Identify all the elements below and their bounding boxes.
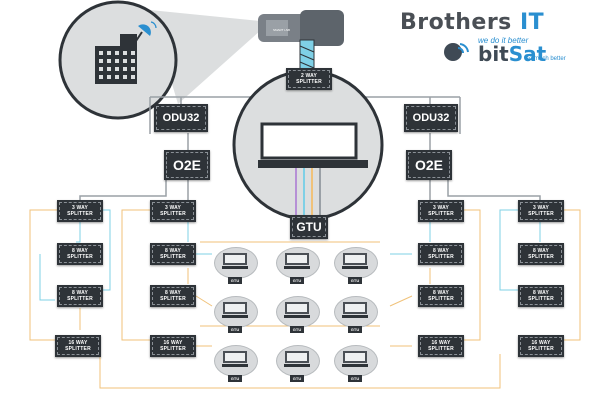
splitter-label: 8 WAY SPLITTER [67,248,93,260]
tv-unit: GTU [334,296,378,336]
tv-gtu-label: GTU [348,375,362,382]
tv-screen-icon [343,253,367,265]
splitter-label: 16 WAY SPLITTER [160,340,186,352]
tv-unit: GTU [214,296,258,336]
bitsat-logo-text: bitSat [478,42,546,66]
bitsat-tagline: so much better [526,56,566,62]
splitter-label: 8 WAY SPLITTER [67,290,93,302]
wiring-main [79,90,541,200]
gtu-main: GTU [290,215,328,239]
splitter-8-way: 8 WAY SPLITTER [150,243,196,265]
tv-gtu-label: GTU [228,375,242,382]
odu32-right: ODU32 [404,104,458,132]
splitter-label: 16 WAY SPLITTER [428,340,454,352]
splitter-3-way: 3 WAY SPLITTER [518,200,564,222]
splitter-16-way: 16 WAY SPLITTER [518,335,564,357]
tv-screen-icon [343,351,367,363]
splitter-8-way: 8 WAY SPLITTER [518,285,564,307]
tv-gtu-label: GTU [348,326,362,333]
odu-label: ODU32 [412,112,450,124]
tv-unit: GTU [334,345,378,385]
splitter-3-way: 3 WAY SPLITTER [418,200,464,222]
tv-gtu-label: GTU [290,375,304,382]
tv-screen-icon [285,351,309,363]
brothers-it-prefix: Brothers [400,10,512,35]
o2e-left: O2E [164,150,210,180]
tv-screen-icon [285,253,309,265]
splitter-16-way: 16 WAY SPLITTER [150,335,196,357]
splitter-8-way: 8 WAY SPLITTER [418,285,464,307]
tv-screen-icon [285,302,309,314]
lnb-device: SMART LNB [258,10,344,71]
splitter-label: 16 WAY SPLITTER [65,340,91,352]
tv-unit: GTU [214,247,258,287]
splitter-label: 2 WAY SPLITTER [296,73,322,85]
splitter-8-way: 8 WAY SPLITTER [57,243,103,265]
splitter-label: 3 WAY SPLITTER [160,205,186,217]
o2e-right: O2E [406,150,452,180]
splitter-3-way: 3 WAY SPLITTER [150,200,196,222]
bitsat-suffix: Sat [508,42,547,66]
tv-gtu-label: GTU [228,277,242,284]
splitter-2-way: 2 WAY SPLITTER [286,68,332,90]
tv-unit: GTU [214,345,258,385]
splitter-label: 8 WAY SPLITTER [428,248,454,260]
bitsat-prefix: bit [478,42,509,66]
tv-screen-icon [223,302,247,314]
splitter-label: 8 WAY SPLITTER [160,290,186,302]
splitter-label: 3 WAY SPLITTER [428,205,454,217]
gtu-label: GTU [296,220,322,234]
lnb-label: SMART LNB [273,28,290,32]
o2e-label: O2E [414,157,443,173]
splitter-8-way: 8 WAY SPLITTER [518,243,564,265]
splitter-label: 8 WAY SPLITTER [528,248,554,260]
splitter-8-way: 8 WAY SPLITTER [57,285,103,307]
splitter-16-way: 16 WAY SPLITTER [418,335,464,357]
tv-unit: GTU [276,345,320,385]
splitter-label: 3 WAY SPLITTER [528,205,554,217]
tv-screen-icon [343,302,367,314]
splitter-label: 16 WAY SPLITTER [528,340,554,352]
splitter-label: 3 WAY SPLITTER [67,205,93,217]
splitter-label: 8 WAY SPLITTER [160,248,186,260]
tv-screen-icon [223,351,247,363]
tv-gtu-label: GTU [290,277,304,284]
o2e-label: O2E [172,157,201,173]
odu-label: ODU32 [162,112,200,124]
splitter-8-way: 8 WAY SPLITTER [418,243,464,265]
tv-gtu-label: GTU [290,326,304,333]
tv-unit: GTU [276,296,320,336]
tv-gtu-label: GTU [348,277,362,284]
screen-callout [232,69,384,221]
brothers-it-logo: Brothers IT [400,10,544,35]
building-callout [58,0,270,120]
dish-icon [133,21,157,45]
building-icon [95,34,137,84]
splitter-8-way: 8 WAY SPLITTER [150,285,196,307]
splitter-label: 8 WAY SPLITTER [528,290,554,302]
splitter-16-way: 16 WAY SPLITTER [55,335,101,357]
splitter-3-way: 3 WAY SPLITTER [57,200,103,222]
brothers-it-tagline: we do it better [478,36,529,45]
odu32-left: ODU32 [154,104,208,132]
tv-screen-icon [223,253,247,265]
tv-unit: GTU [334,247,378,287]
brothers-it-suffix: IT [519,10,545,35]
splitter-label: 8 WAY SPLITTER [428,290,454,302]
tv-unit: GTU [276,247,320,287]
bitsat-logo-icon [444,43,469,61]
tv-gtu-label: GTU [228,326,242,333]
